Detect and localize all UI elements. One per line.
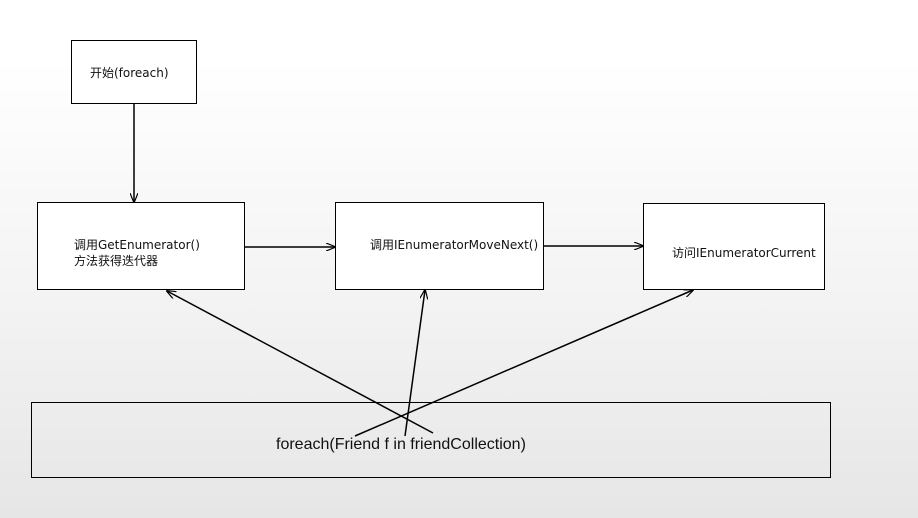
get-enumerator-node: 调用GetEnumerator() 方法获得迭代器 bbox=[37, 202, 245, 290]
current-node: 访问IEnumeratorCurrent bbox=[643, 203, 825, 290]
foreach-statement-node: foreach(Friend f in friendCollection) bbox=[31, 402, 831, 478]
current-label: 访问IEnumeratorCurrent bbox=[672, 246, 816, 260]
get-enumerator-label-line1: 调用GetEnumerator() bbox=[74, 238, 200, 252]
foreach-statement-label: foreach(Friend f in friendCollection) bbox=[276, 436, 526, 453]
move-next-node: 调用IEnumeratorMoveNext() bbox=[335, 202, 544, 290]
start-node-label: 开始(foreach) bbox=[90, 66, 169, 80]
move-next-label: 调用IEnumeratorMoveNext() bbox=[370, 238, 539, 252]
start-node: 开始(foreach) bbox=[71, 40, 197, 104]
get-enumerator-label-line2: 方法获得迭代器 bbox=[74, 254, 159, 268]
